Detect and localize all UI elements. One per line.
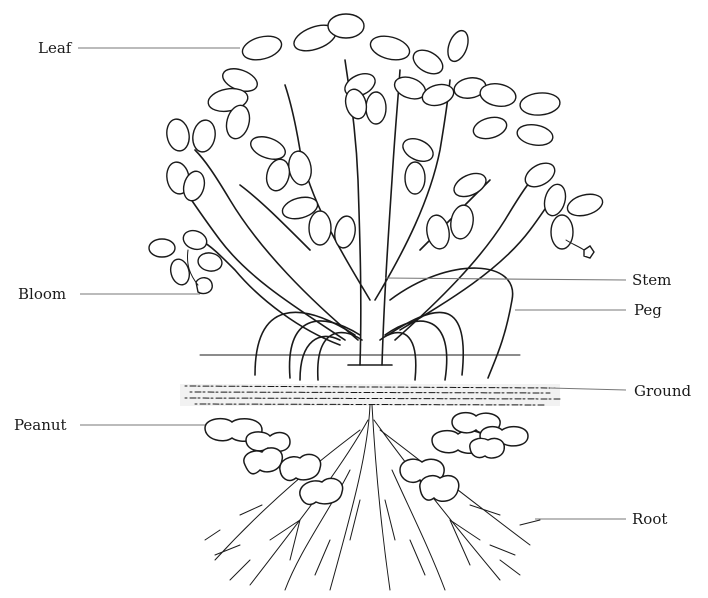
label-stem: Stem (632, 271, 671, 289)
ground-band (180, 355, 560, 406)
peanuts (205, 413, 528, 505)
label-bloom: Bloom (18, 285, 66, 303)
label-peanut: Peanut (14, 416, 67, 434)
label-ground: Ground (634, 382, 692, 400)
ground-leader (550, 388, 626, 390)
label-leaf: Leaf (38, 39, 73, 57)
label-root: Root (632, 510, 667, 528)
leader-lines (78, 48, 626, 519)
leaves (149, 14, 605, 287)
label-peg: Peg (634, 301, 662, 319)
